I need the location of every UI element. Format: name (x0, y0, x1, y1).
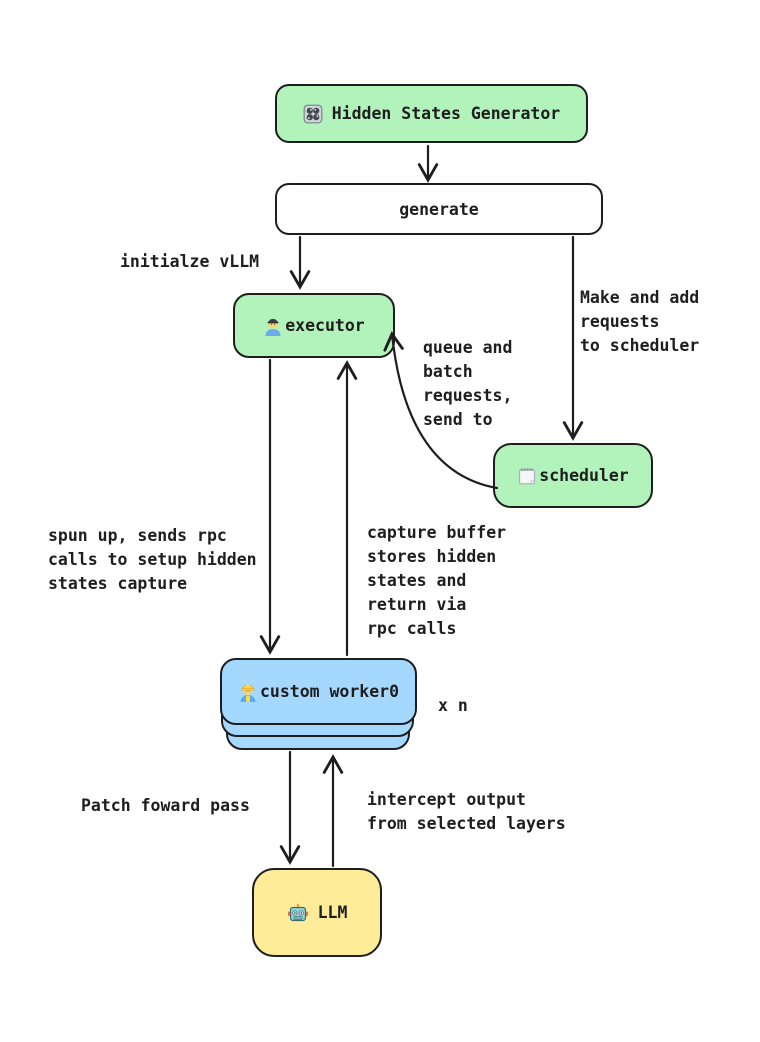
node-llm: LLM (252, 868, 382, 957)
node-generate: generate (275, 183, 603, 235)
node-scheduler: scheduler (493, 443, 653, 508)
notepad-icon (517, 466, 537, 486)
label-initialize-vllm: initialze vLLM (120, 252, 260, 271)
construction-worker-icon (238, 681, 258, 703)
control-knobs-icon (303, 104, 323, 124)
label-queue-and-batch: queue and batch requests, send to (423, 338, 513, 429)
node-label: custom worker0 (259, 682, 400, 701)
node-custom-worker: custom worker0 (220, 658, 417, 725)
label-capture-buffer: capture buffer stores hidden states and … (367, 523, 507, 638)
node-label: generate (399, 199, 479, 219)
node-label: executor (285, 316, 365, 335)
label-patch-forward-pass: Patch foward pass (81, 796, 250, 815)
node-hidden-states-generator: Hidden States Generator (275, 84, 588, 143)
node-label: scheduler (539, 466, 629, 485)
node-label: Hidden States Generator (331, 104, 561, 123)
node-label: LLM (317, 903, 348, 922)
node-executor: executor (233, 293, 395, 358)
label-intercept-output: intercept output from selected layers (367, 790, 566, 833)
label-worker-multiplier: x n (438, 696, 468, 715)
mechanic-icon (263, 315, 283, 337)
label-make-and-add-requests: Make and add requests to scheduler (580, 288, 700, 355)
label-spun-up-rpc: spun up, sends rpc calls to setup hidden… (48, 526, 257, 593)
robot-icon (287, 903, 309, 923)
